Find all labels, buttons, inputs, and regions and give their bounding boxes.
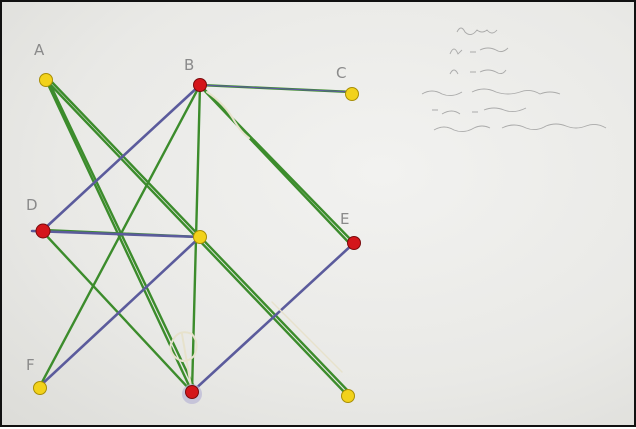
label-a: A xyxy=(34,41,45,59)
handwritten-notes xyxy=(422,28,606,132)
label-f: F xyxy=(26,356,35,374)
label-c: C xyxy=(336,64,346,82)
thread-b-c-p xyxy=(200,85,352,92)
pin-a xyxy=(40,74,53,87)
pin-d xyxy=(36,224,50,238)
pin-e xyxy=(348,237,361,250)
thread-f-center xyxy=(40,237,200,386)
pin-c xyxy=(346,88,359,101)
pin-center xyxy=(194,231,207,244)
label-d: D xyxy=(26,196,38,214)
thread-white-lower xyxy=(272,302,342,372)
pin-f xyxy=(34,382,47,395)
pin-g xyxy=(182,384,202,404)
thread-d-b xyxy=(43,85,200,230)
pin-h xyxy=(342,390,355,403)
thread-d-g xyxy=(43,232,192,392)
pin-b xyxy=(194,79,207,92)
thread-g-e xyxy=(192,243,354,392)
label-b: B xyxy=(184,56,194,74)
thread-b-e-2 xyxy=(202,88,352,246)
label-e: E xyxy=(340,210,349,228)
